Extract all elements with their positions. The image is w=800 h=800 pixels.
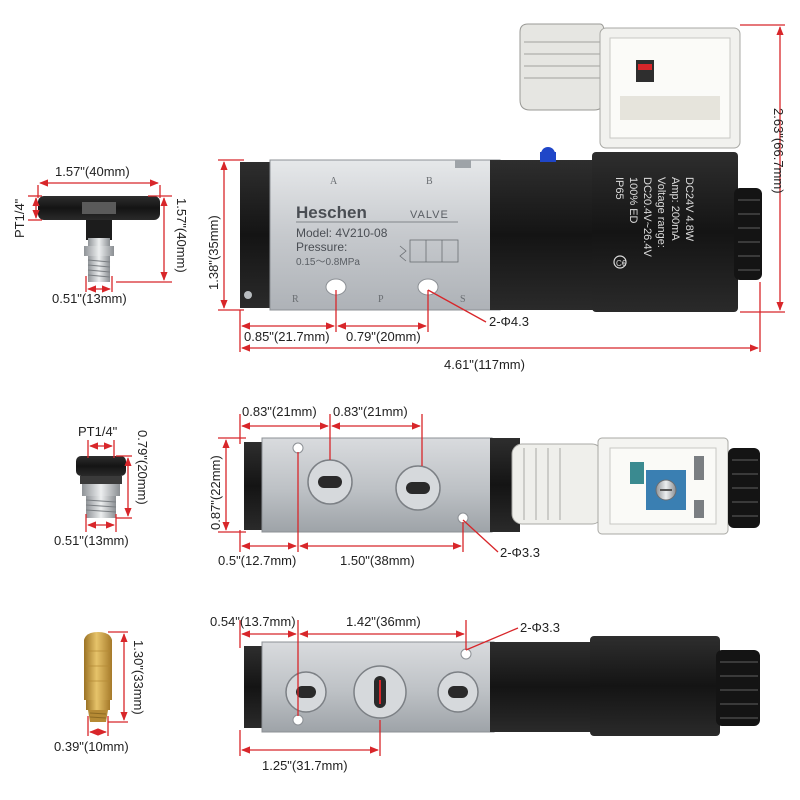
dim-height-total: 2.63"(66.7mm) — [771, 108, 786, 194]
front-view-dimensions: 2.63"(66.7mm) 1.38"(35mm) 0.85"(21.7mm) … — [206, 24, 786, 372]
straight-fitting-icon — [76, 456, 126, 518]
straight-thread-label: PT1/4" — [78, 424, 118, 439]
dim-top-spacing-1: 0.83"(21mm) — [242, 404, 317, 419]
port-a-label: A — [330, 176, 338, 187]
top-view-valve — [244, 437, 760, 535]
dim-port-spacing: 0.79"(20mm) — [346, 329, 421, 344]
pressure-label: Pressure: — [296, 240, 347, 254]
dim-length: 4.61"(117mm) — [444, 357, 525, 372]
port-r-label: R — [292, 294, 299, 305]
dim-front-holes: 2-Φ4.3 — [489, 314, 529, 329]
dim-bottom-left-offset: 0.54"(13.7mm) — [210, 614, 296, 629]
dim-bottom-length: 1.25"(31.7mm) — [262, 758, 348, 773]
port-b-label: B — [426, 176, 433, 187]
dim-height-body: 1.38"(35mm) — [206, 215, 221, 290]
coil-line-1: DC24V 4.8W — [683, 177, 695, 242]
valve-word-label: VALVE — [410, 209, 449, 221]
solenoid-valve-icon — [240, 23, 762, 312]
dim-top-holes: 2-Φ3.3 — [500, 545, 540, 560]
tee-base-label: 0.51"(13mm) — [52, 291, 127, 306]
dim-bottom-spacing: 1.42"(36mm) — [346, 614, 421, 629]
pressure-value: 0.15～0.8MPa — [296, 257, 360, 268]
tee-height-label: 1.57"(40mm) — [174, 198, 189, 273]
dim-top-left-offset: 0.5"(12.7mm) — [218, 553, 296, 568]
muffler-height-label: 1.30"(33mm) — [131, 640, 146, 715]
coil-line-5: 100% ED — [627, 177, 639, 224]
dim-left-offset: 0.85"(21.7mm) — [244, 329, 330, 344]
front-view-labels: Heschen VALVE Model: 4V210-08 Pressure: … — [292, 176, 695, 305]
muffler-base-label: 0.39"(10mm) — [54, 739, 129, 754]
tee-fitting-icon — [38, 196, 160, 282]
coil-line-3: Voltage range: — [655, 177, 667, 248]
model-label: Model: 4V210-08 — [296, 226, 388, 240]
dim-top-height: 0.87"(22mm) — [208, 455, 223, 530]
coil-line-4: DC20.4V~26.4V — [641, 177, 653, 257]
dim-bottom-holes: 2-Φ3.3 — [520, 620, 560, 635]
straight-base-label: 0.51"(13mm) — [54, 533, 129, 548]
svg-text:C€: C€ — [616, 259, 627, 268]
brand-label: Heschen — [296, 203, 367, 222]
tee-dimensions: 1.57"(40mm) 1.57"(40mm) PT1/4" 0.51"(13m… — [12, 164, 189, 306]
dim-top-hole-spacing: 1.50"(38mm) — [340, 553, 415, 568]
port-p-label: P — [378, 294, 384, 305]
top-view-dimensions: 0.83"(21mm) 0.83"(21mm) 0.87"(22mm) 0.5"… — [208, 404, 540, 568]
tee-thread-label: PT1/4" — [12, 198, 27, 238]
bottom-view-dimensions: 0.54"(13.7mm) 1.42"(36mm) 2-Φ3.3 1.25"(3… — [210, 614, 560, 773]
coil-line-2: Amp: 200mA — [669, 177, 681, 241]
tee-width-label: 1.57"(40mm) — [55, 164, 130, 179]
straight-dimensions: PT1/4" 0.79"(20mm) 0.51"(13mm) — [54, 424, 150, 548]
muffler-dimensions: 1.30"(33mm) 0.39"(10mm) — [54, 631, 146, 754]
ce-mark-icon: C€ — [613, 255, 627, 269]
port-s-label: S — [460, 294, 466, 305]
straight-height-label: 0.79"(20mm) — [135, 430, 150, 505]
dim-top-spacing-2: 0.83"(21mm) — [333, 404, 408, 419]
bottom-view-valve — [244, 636, 760, 736]
brass-muffler-icon — [84, 632, 112, 722]
coil-line-6: IP65 — [613, 177, 625, 200]
